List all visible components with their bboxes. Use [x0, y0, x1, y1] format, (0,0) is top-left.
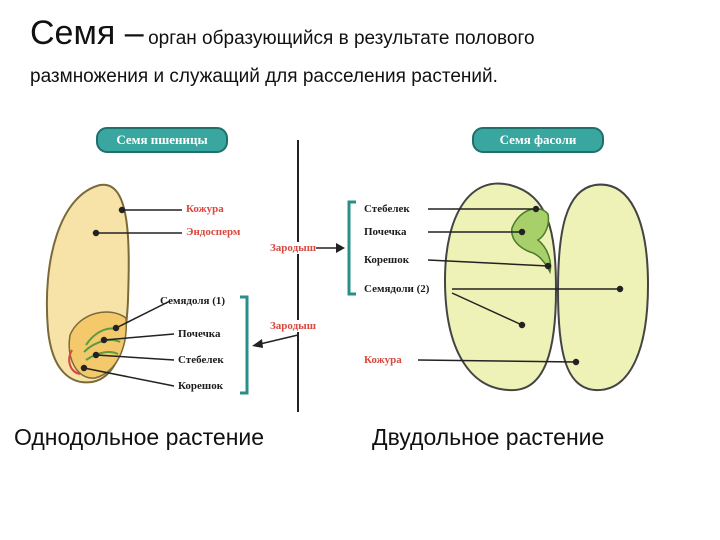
- title-rest-line2: размножения и служащий для расселения ра…: [30, 65, 498, 87]
- wheat-seed: [45, 183, 130, 384]
- bean-seed-badge: Семя фасоли: [472, 127, 604, 153]
- bean-seed: [443, 182, 650, 392]
- bean-label-kozhura: Кожура: [364, 354, 402, 366]
- wheat-label-zarodysh-top: Зародыш: [270, 242, 317, 254]
- bean-embryo-bracket: [347, 200, 356, 296]
- wheat-label-semyadolya: Семядоля (1): [160, 295, 226, 307]
- bean-cotyledon-right: [556, 183, 650, 392]
- wheat-seed-badge: Семя пшеницы: [96, 127, 228, 153]
- bean-pointer-lines: [417, 205, 624, 366]
- bean-label-semyadoli: Семядоли (2): [364, 283, 430, 295]
- wheat-cotyledon-curve: [68, 349, 81, 375]
- wheat-label-pochechka: Почечка: [178, 328, 221, 340]
- bean-embryo: [511, 208, 552, 275]
- wheat-label-zarodysh-bottom: Зародыш: [270, 320, 317, 332]
- bean-label-koreshok: Корешок: [364, 254, 410, 266]
- title-rest-line1: орган образующийся в результате полового: [148, 28, 535, 49]
- wheat-label-endosperm: Эндосперм: [186, 226, 241, 238]
- wheat-label-koreshok: Корешок: [178, 380, 224, 392]
- bean-label-stebelek: Стебелек: [364, 203, 410, 215]
- wheat-label-stebelek: Стебелек: [178, 354, 224, 366]
- wheat-caption: Однодольное растение: [14, 424, 265, 450]
- wheat-zarodysh-arrow: [252, 334, 299, 348]
- slide-title: Семя – орган образующийся в результате п…: [30, 12, 700, 88]
- bean-label-pochechka: Почечка: [364, 226, 407, 238]
- title-main: Семя –: [30, 14, 144, 52]
- wheat-embryo-bracket: [240, 295, 249, 395]
- wheat-label-kozhura: Кожура: [186, 203, 224, 215]
- bean-caption: Двудольное растение: [372, 424, 605, 450]
- wheat-pointer-lines: [80, 206, 182, 387]
